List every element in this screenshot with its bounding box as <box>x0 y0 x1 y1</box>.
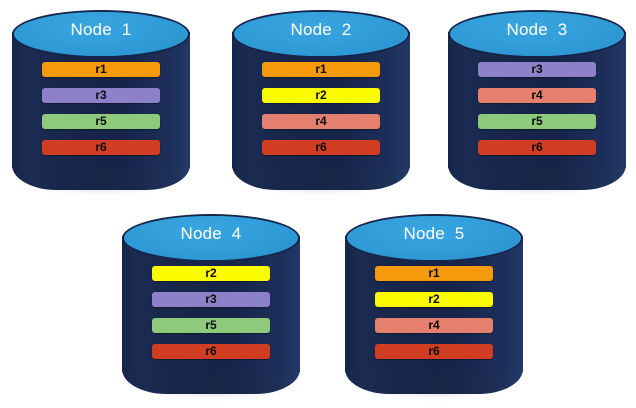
replica-bar-r1[interactable]: r1 <box>375 266 493 281</box>
replica-list: r1 r3 r5 r6 <box>12 62 190 155</box>
replica-bar-r4[interactable]: r4 <box>375 318 493 333</box>
node-title: Node 3 <box>506 20 568 39</box>
replica-list: r1 r2 r4 r6 <box>345 266 523 359</box>
replica-bar-r4[interactable]: r4 <box>478 88 596 103</box>
replica-bar-r2[interactable]: r2 <box>152 266 270 281</box>
node-title: Node 2 <box>290 20 352 39</box>
replica-bar-r3[interactable]: r3 <box>152 292 270 307</box>
replica-bar-r6[interactable]: r6 <box>152 344 270 359</box>
node-title: Node 1 <box>70 20 132 39</box>
replica-bar-r5[interactable]: r5 <box>152 318 270 333</box>
node-cylinder-2[interactable]: Node 2 r1 r2 r4 r6 <box>232 10 410 194</box>
node-title: Node 4 <box>180 224 242 243</box>
replica-bar-r6[interactable]: r6 <box>375 344 493 359</box>
node-cylinder-5[interactable]: Node 5 r1 r2 r4 r6 <box>345 214 523 398</box>
replica-bar-r3[interactable]: r3 <box>478 62 596 77</box>
replica-bar-r4[interactable]: r4 <box>262 114 380 129</box>
replica-bar-r5[interactable]: r5 <box>478 114 596 129</box>
replica-bar-r2[interactable]: r2 <box>262 88 380 103</box>
replica-list: r1 r2 r4 r6 <box>232 62 410 155</box>
node-cylinder-1[interactable]: Node 1 r1 r3 r5 r6 <box>12 10 190 194</box>
replica-bar-r6[interactable]: r6 <box>42 140 160 155</box>
replica-list: r3 r4 r5 r6 <box>448 62 626 155</box>
node-cylinder-3[interactable]: Node 3 r3 r4 r5 r6 <box>448 10 626 194</box>
replica-bar-r2[interactable]: r2 <box>375 292 493 307</box>
replica-bar-r1[interactable]: r1 <box>262 62 380 77</box>
replica-bar-r3[interactable]: r3 <box>42 88 160 103</box>
replica-list: r2 r3 r5 r6 <box>122 266 300 359</box>
replica-bar-r6[interactable]: r6 <box>478 140 596 155</box>
replica-bar-r6[interactable]: r6 <box>262 140 380 155</box>
node-title: Node 5 <box>403 224 465 243</box>
node-cylinder-4[interactable]: Node 4 r2 r3 r5 r6 <box>122 214 300 398</box>
replica-bar-r5[interactable]: r5 <box>42 114 160 129</box>
replica-bar-r1[interactable]: r1 <box>42 62 160 77</box>
